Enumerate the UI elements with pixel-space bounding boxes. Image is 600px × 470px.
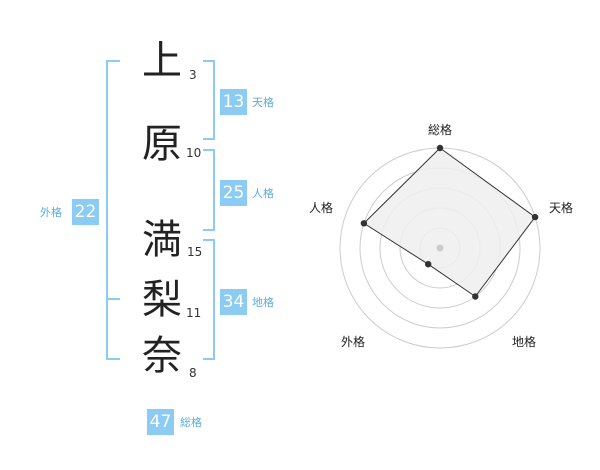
radar-label-chikaku: 地格 — [512, 335, 537, 349]
stroke-count-5: 8 — [189, 366, 197, 380]
radar-shape — [363, 147, 536, 298]
radar-label-gaikaku: 外格 — [341, 335, 366, 349]
radar-point-tenkaku — [531, 213, 539, 221]
stroke-count-1: 3 — [189, 68, 197, 82]
soukaku-label: 総格 — [180, 416, 202, 429]
radar-label-soukaku: 総格 — [428, 123, 453, 137]
radar-label-tenkaku: 天格 — [549, 201, 574, 215]
gaikaku-label: 外格 — [40, 206, 62, 219]
radar-label-jinkaku: 人格 — [309, 201, 334, 215]
gaikaku-bracket — [106, 60, 120, 360]
stroke-count-3: 15 — [187, 245, 203, 259]
name-char-3: 満 — [142, 217, 182, 263]
chikaku-label: 地格 — [252, 296, 274, 309]
radar-point-soukaku — [436, 144, 444, 152]
jinkaku-label: 人格 — [252, 187, 274, 200]
name-char-4: 梨 — [142, 277, 182, 323]
chikaku-value: 34 — [220, 289, 247, 315]
stroke-count-4: 11 — [186, 306, 202, 320]
radar-point-jinkaku — [360, 220, 368, 227]
jinkaku-bracket — [203, 149, 215, 231]
radar-point-chikaku — [472, 293, 479, 300]
tenkaku-bracket — [203, 60, 215, 140]
name-char-1: 上 — [142, 38, 182, 84]
radar-center-dot — [436, 244, 444, 252]
tenkaku-label: 天格 — [252, 96, 274, 109]
name-char-2: 原 — [142, 121, 182, 167]
gaikaku-value: 22 — [72, 199, 99, 225]
jinkaku-value: 25 — [220, 180, 247, 206]
chikaku-bracket — [203, 239, 215, 360]
name-char-5: 奈 — [142, 333, 182, 379]
tenkaku-value: 13 — [220, 89, 247, 115]
soukaku-value: 47 — [147, 409, 174, 435]
radar-point-gaikaku — [425, 261, 432, 268]
stroke-count-2: 10 — [186, 146, 202, 160]
